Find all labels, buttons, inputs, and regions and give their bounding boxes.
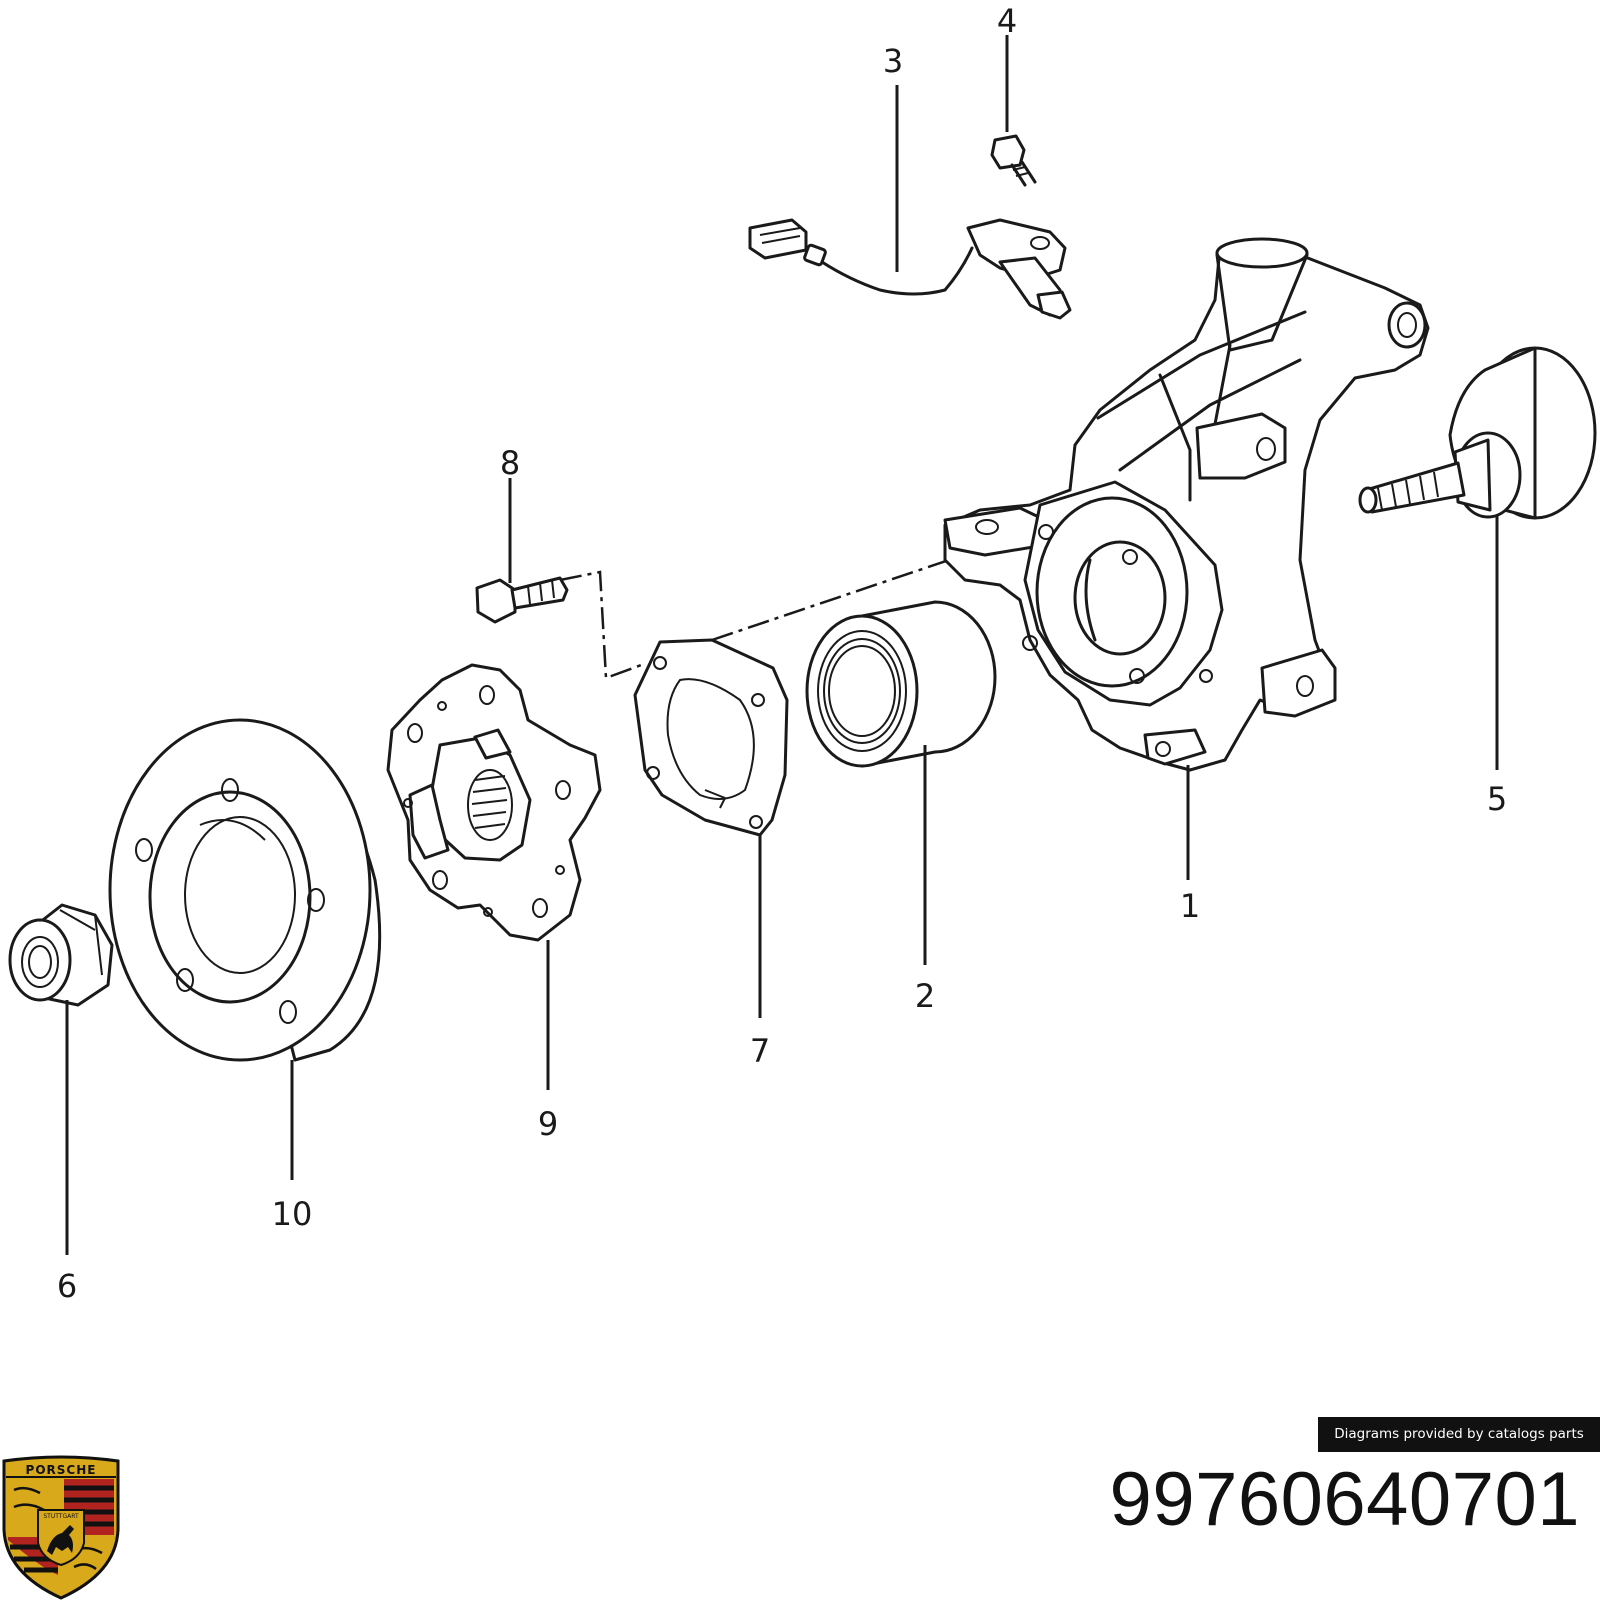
- wheel-bearing: [805, 600, 997, 768]
- speed-sensor: [748, 218, 1072, 320]
- sensor-bolt: [990, 134, 1037, 187]
- callout-1: 1: [1179, 887, 1201, 925]
- callout-7: 7: [749, 1032, 771, 1070]
- cover-plate: [633, 638, 789, 837]
- wheel-carrier: [943, 237, 1430, 772]
- wheel-nut: [8, 903, 114, 1007]
- leader-lines: [65, 35, 1499, 1255]
- callout-2: 2: [914, 977, 936, 1015]
- callout-10: 10: [271, 1195, 313, 1233]
- credit-banner: Diagrams provided by catalogs parts: [1318, 1417, 1600, 1452]
- hub-bolt: [475, 576, 569, 624]
- callout-4: 4: [996, 2, 1018, 40]
- brake-disc: [108, 718, 382, 1062]
- callout-6: 6: [56, 1267, 78, 1305]
- crest-city-text: STUTTGART: [43, 1513, 79, 1520]
- drive-shaft: [1358, 346, 1597, 520]
- callout-9: 9: [537, 1105, 559, 1143]
- part-number: 99760640701: [1109, 1457, 1580, 1542]
- wheel-hub: [386, 663, 602, 942]
- callout-3: 3: [882, 42, 904, 80]
- callout-8: 8: [499, 444, 521, 482]
- callout-5: 5: [1486, 780, 1508, 818]
- porsche-crest-logo: PORSCHE STUTTGART: [2, 1455, 120, 1600]
- crest-brand-text: PORSCHE: [26, 1463, 97, 1477]
